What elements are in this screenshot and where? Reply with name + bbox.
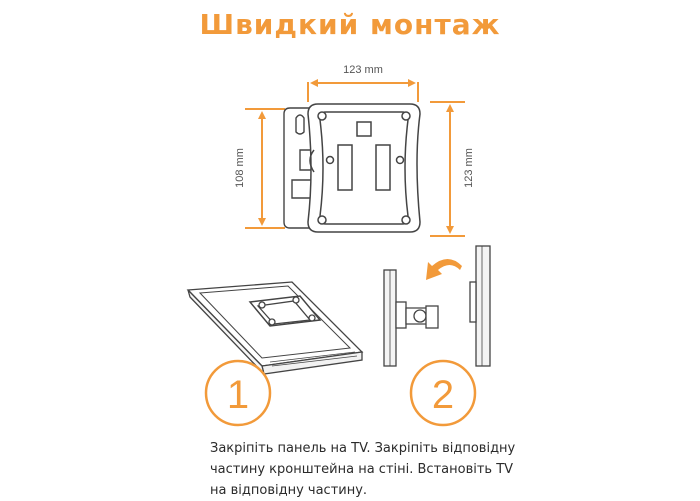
instruction-line-3: на відповідну частину. bbox=[210, 483, 368, 498]
step1-badge: 1 bbox=[204, 359, 272, 427]
instruction-line-1: Закріпіть панель на TV. Закріпіть відпов… bbox=[210, 441, 516, 456]
vesa-plate bbox=[307, 103, 421, 233]
step2-number: 2 bbox=[432, 373, 454, 417]
left-height-label: 108 mm bbox=[234, 148, 246, 188]
right-height-label: 123 mm bbox=[463, 148, 475, 188]
bracket-dimension-drawing: 123 mm 108 mm 123 mm bbox=[234, 64, 475, 237]
step2-illustration bbox=[383, 245, 491, 367]
instruction-line-2: частину кронштейна на стіні. Встановіть … bbox=[210, 462, 514, 477]
step1-number: 1 bbox=[227, 373, 249, 417]
instructions-text: Закріпіть панель на TV. Закріпіть відпов… bbox=[210, 438, 570, 501]
step2-badge: 2 bbox=[409, 359, 477, 427]
width-dimension-label: 123 mm bbox=[343, 64, 383, 76]
step1-illustration bbox=[186, 281, 364, 377]
curved-arrow-icon bbox=[426, 259, 462, 280]
page-title: Швидкий монтаж bbox=[199, 8, 501, 41]
